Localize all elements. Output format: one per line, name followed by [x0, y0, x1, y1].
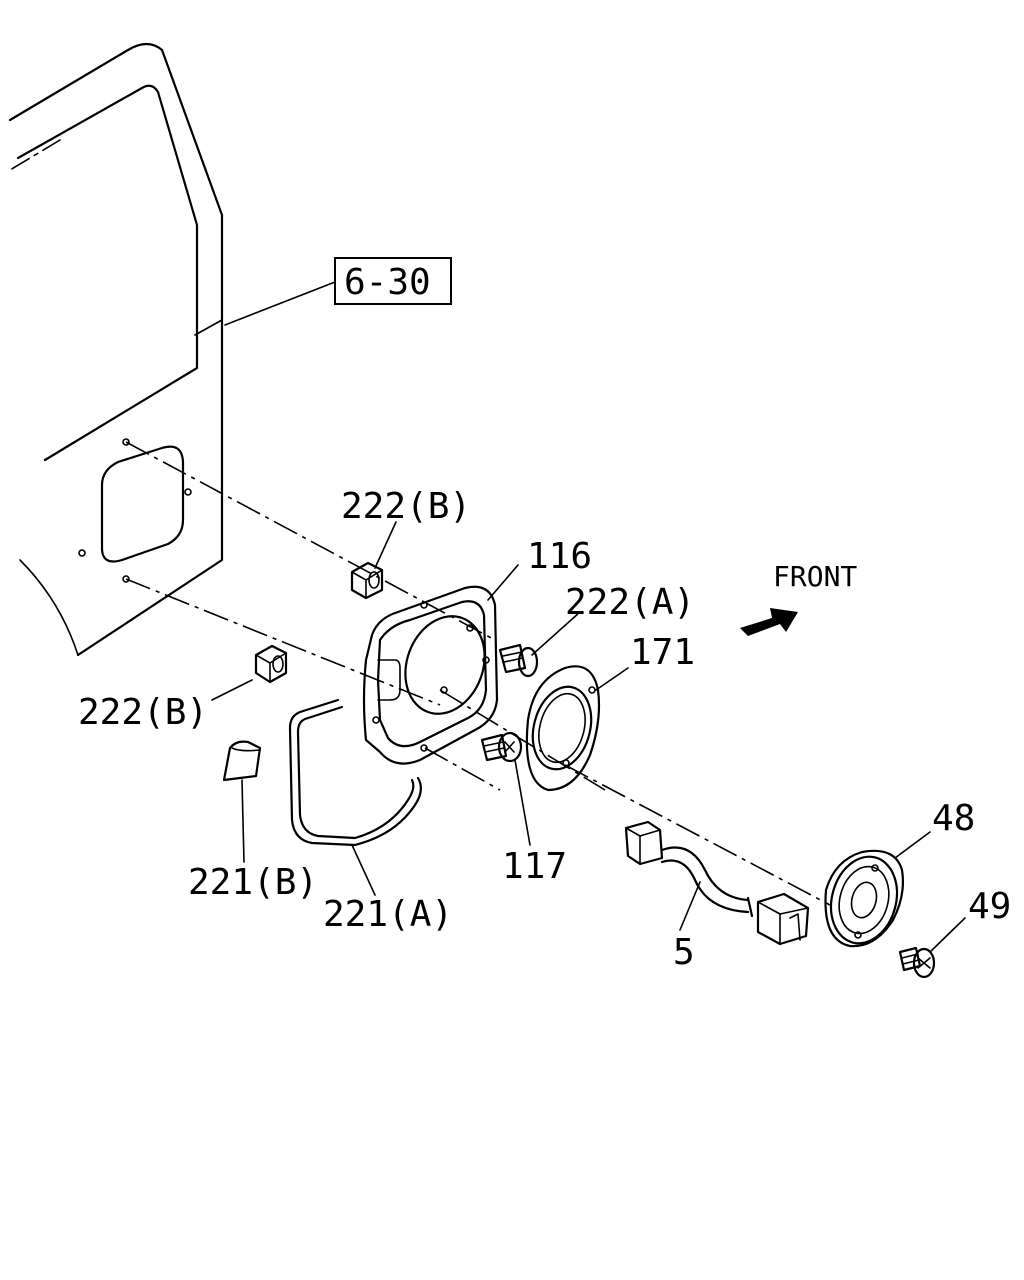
part-label-171[interactable]: 171 [630, 632, 695, 673]
alignment-lines [125, 441, 831, 906]
door-panel [8, 42, 224, 657]
part-label-222a[interactable]: 222(A) [565, 582, 695, 623]
piece-221b [222, 740, 262, 782]
clip-222b-lower [254, 644, 288, 684]
part-label-5[interactable]: 5 [673, 932, 695, 973]
part-label-49[interactable]: 49 [968, 886, 1011, 927]
part-label-116[interactable]: 116 [527, 536, 592, 577]
part-label-221a[interactable]: 221(A) [323, 894, 453, 935]
reference-label[interactable]: 6-30 [344, 262, 431, 303]
bracket-116 [362, 585, 499, 765]
reference-leader [224, 281, 336, 326]
part-label-117[interactable]: 117 [502, 846, 567, 887]
seal-221a [288, 698, 422, 847]
ring-171 [525, 665, 601, 792]
screw-117 [480, 731, 523, 763]
screw-222a [498, 643, 539, 678]
speaker-48 [824, 849, 905, 948]
part-label-222b-upper[interactable]: 222(B) [341, 486, 471, 527]
part-label-221b[interactable]: 221(B) [188, 862, 318, 903]
clip-222b-upper [350, 561, 384, 600]
leader-lines [211, 521, 966, 953]
part-label-48[interactable]: 48 [932, 798, 975, 839]
reference-box [334, 257, 452, 305]
front-arrow-icon [740, 608, 798, 636]
harness-5 [624, 820, 810, 946]
part-label-222b-lower[interactable]: 222(B) [78, 692, 208, 733]
screw-49 [898, 946, 936, 979]
front-label: FRONT [773, 560, 857, 593]
